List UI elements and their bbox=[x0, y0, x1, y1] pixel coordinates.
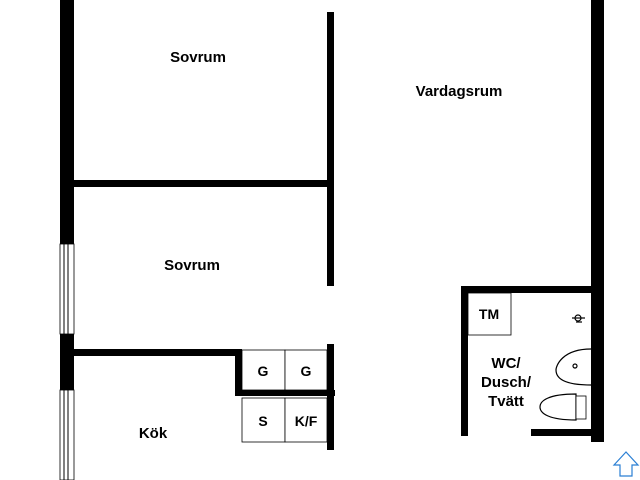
dryer: TM bbox=[467, 292, 512, 336]
compass-icon bbox=[612, 451, 640, 477]
stove: S bbox=[241, 397, 286, 443]
kitchen-cabinet-wall-right bbox=[327, 344, 334, 450]
kitchen-top-wall bbox=[74, 349, 242, 356]
washbasin bbox=[555, 348, 592, 386]
window-kitchen bbox=[59, 389, 75, 480]
left-wall-pier bbox=[60, 334, 74, 390]
wardrobe-1-label: G bbox=[258, 363, 269, 379]
shower-fixture bbox=[572, 314, 585, 323]
bedroom-1-label: Sovrum bbox=[170, 49, 226, 66]
fridge-freezer: K/F bbox=[284, 397, 328, 443]
right-wall bbox=[591, 0, 604, 442]
bedroom-living-wall bbox=[327, 12, 334, 286]
left-wall-upper bbox=[60, 0, 74, 186]
wardrobe-2-label: G bbox=[301, 363, 312, 379]
bathroom-top-wall bbox=[461, 286, 597, 293]
wardrobe-2: G bbox=[284, 349, 328, 391]
dryer-label: TM bbox=[479, 306, 499, 322]
bathroom-label-line-1: WC/ bbox=[491, 355, 521, 372]
stove-label: S bbox=[258, 413, 267, 429]
living-room-label: Vardagsrum bbox=[416, 83, 503, 100]
kitchen-cabinet-wall-left bbox=[235, 349, 242, 396]
bathroom-label-line-3: Tvätt bbox=[488, 393, 524, 410]
left-wall-middle bbox=[60, 186, 74, 244]
toilet bbox=[539, 393, 587, 421]
bathroom-label-line-2: Dusch/ bbox=[481, 374, 532, 391]
kitchen-cabinet-wall-bottom bbox=[235, 390, 335, 396]
bathroom-bottom-wall bbox=[531, 429, 597, 436]
fridge-freezer-label: K/F bbox=[295, 413, 318, 429]
bathroom-left-wall bbox=[461, 286, 468, 436]
kitchen-label: Kök bbox=[139, 425, 168, 442]
bedroom-divider-wall bbox=[74, 180, 332, 187]
bedroom-2-label: Sovrum bbox=[164, 257, 220, 274]
window-bedroom bbox=[59, 243, 75, 335]
wardrobe-1: G bbox=[241, 349, 286, 391]
